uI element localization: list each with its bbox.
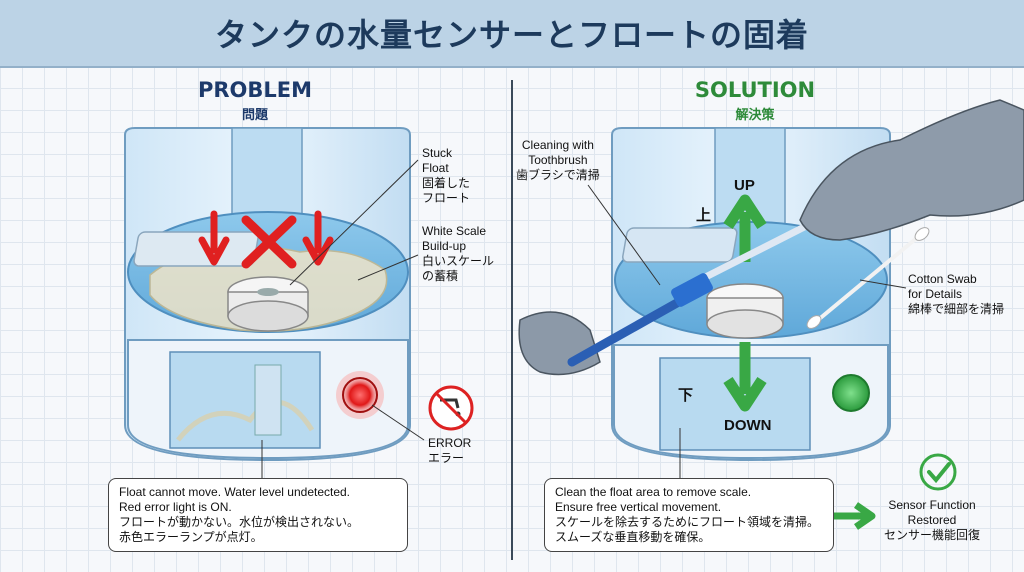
blocked-arrows	[198, 210, 334, 269]
solution-leaders	[587, 184, 907, 480]
solution-heading-en: SOLUTION	[694, 78, 816, 102]
result-arrow-icon	[834, 502, 876, 530]
solution-heading-jp: 解決策	[735, 108, 775, 123]
gloved-hand-icon	[799, 99, 1024, 241]
check-icon	[919, 453, 957, 491]
solution-description-box: Clean the float area to remove scale.Ens…	[544, 478, 834, 552]
cotton-swab-icon	[806, 227, 930, 329]
problem-description-box: Float cannot move. Water level undetecte…	[108, 478, 408, 552]
down-label: DOWN	[724, 417, 772, 434]
problem-heading-jp: 問題	[241, 108, 268, 123]
page-title: タンクの水量センサーとフロートの固着	[214, 16, 809, 54]
solution-heading: SOLUTION 解決策	[670, 78, 840, 123]
up-jp-label: 上	[696, 207, 712, 224]
problem-leaders	[261, 159, 425, 482]
panel-divider	[511, 80, 513, 560]
error-light	[342, 377, 378, 413]
problem-heading: PROBLEM 問題	[170, 78, 340, 123]
toothbrush-icon	[518, 216, 822, 376]
title-bar: タンクの水量センサーとフロートの固着	[0, 0, 1024, 68]
down-arrow-icon	[723, 342, 767, 412]
ok-light	[832, 374, 870, 412]
problem-heading-en: PROBLEM	[197, 78, 313, 102]
no-water-icon	[428, 385, 474, 431]
up-label: UP	[734, 177, 755, 194]
down-jp-label: 下	[678, 387, 694, 404]
